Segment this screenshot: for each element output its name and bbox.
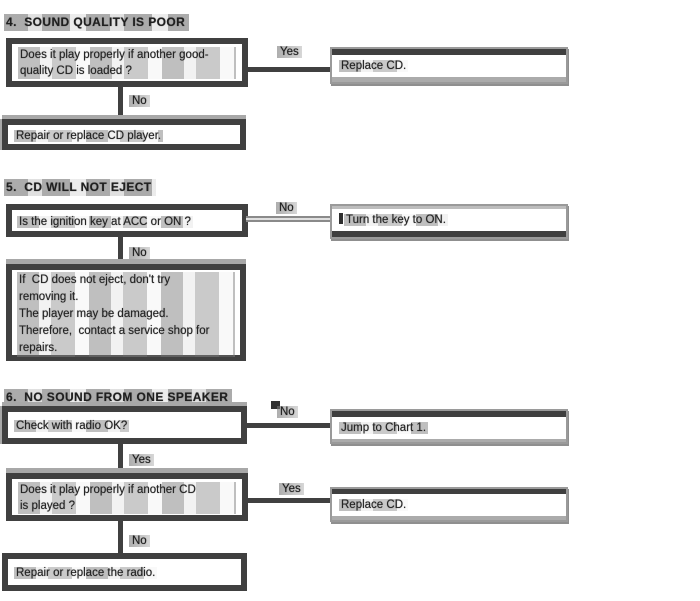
box-top-bar — [332, 411, 566, 417]
text-line: The player may be damaged. — [17, 306, 235, 323]
text-line: Jump to Chart 1. — [339, 422, 429, 434]
s5-no-connector — [246, 216, 332, 222]
text-line: Check with radio OK? — [14, 420, 130, 432]
s5-advice-text: If CD does not eject, don't try removing… — [12, 270, 240, 359]
scan-artifact — [271, 401, 280, 409]
result-text: Turn the key to ON. — [332, 209, 566, 231]
s6-yes-connector — [246, 498, 332, 503]
text-line: Turn the key to ON. — [344, 214, 448, 226]
section-6-title: 6. NO SOUND FROM ONE SPEAKER — [4, 389, 233, 406]
s6-no-connector — [247, 423, 332, 428]
box-bottom-bar — [332, 77, 566, 82]
s5-no-connector-vertical — [118, 237, 123, 264]
s4-no-connector — [118, 86, 123, 120]
text-line: Replace CD. — [339, 499, 409, 511]
section-5-title: 5. CD WILL NOT EJECT — [4, 179, 156, 196]
s4-no-result-box: Repair or replace CD player. — [2, 119, 246, 150]
s4-yes-result-box: Replace CD. — [330, 47, 568, 84]
text-line: If CD does not eject, don't try — [17, 272, 235, 289]
s6-yes-result-box: Replace CD. — [330, 487, 568, 522]
text-line: Replace CD. — [339, 60, 409, 72]
s5-question-text: Is the ignition key at ACC or ON ? — [12, 210, 242, 232]
text-line: removing it. — [17, 289, 235, 306]
s6-no-label-2: No — [129, 535, 150, 547]
s6-question1-text: Check with radio OK? — [8, 412, 241, 438]
s6-question1-box: Check with radio OK? — [2, 406, 247, 444]
s4-question-box: Does it play properly if another good- q… — [6, 38, 248, 87]
result-text: Repair or replace the radio. — [8, 559, 241, 585]
s6-no-connector-vertical — [118, 521, 123, 553]
box-bottom-bar — [332, 231, 566, 237]
s6-no-label-1: No — [277, 406, 298, 418]
box-top-bar — [332, 49, 566, 55]
text-line: Repair or replace the radio. — [14, 567, 158, 579]
s5-no-label-2: No — [129, 247, 150, 259]
s5-advice-box: If CD does not eject, don't try removing… — [6, 264, 246, 361]
section-4-title: 4. SOUND QUALITY IS POOR — [4, 14, 190, 31]
result-text: Repair or replace CD player. — [8, 125, 240, 145]
s6-yes-label-1: Yes — [129, 454, 154, 466]
text-line: Is the ignition key at ACC or ON ? — [17, 216, 193, 228]
text-line: Does it play properly if another good- — [18, 47, 236, 63]
scan-artifact — [339, 213, 343, 224]
s6-yes-connector-vertical — [118, 444, 123, 473]
s6-question2-box: Does it play properly if another CD is p… — [6, 473, 248, 521]
s6-yes-label-2: Yes — [279, 483, 304, 495]
s6-no-result-box: Jump to Chart 1. — [330, 409, 568, 444]
s6-final-result-box: Repair or replace the radio. — [2, 553, 247, 591]
text-line: is played ? — [18, 498, 236, 514]
text-line: quality CD is loaded ? — [18, 63, 236, 79]
box-bottom-bar — [332, 439, 566, 442]
result-text: Replace CD. — [332, 55, 566, 77]
s5-question-box: Is the ignition key at ACC or ON ? — [6, 204, 248, 237]
text-line: Therefore, contact a service shop for — [17, 323, 235, 340]
box-bottom-bar — [332, 516, 566, 520]
box-top-bar — [332, 206, 566, 209]
s4-yes-label: Yes — [277, 46, 302, 58]
result-text: Jump to Chart 1. — [332, 417, 566, 439]
s5-no-label: No — [276, 202, 297, 214]
text-line: Repair or replace CD player. — [14, 130, 164, 142]
s5-no-result-box: Turn the key to ON. — [330, 204, 568, 239]
s6-question2-text: Does it play properly if another CD is p… — [12, 479, 242, 517]
text-line: repairs. — [17, 340, 235, 357]
s4-yes-connector — [246, 67, 332, 72]
s4-question-text: Does it play properly if another good- q… — [12, 44, 242, 82]
s4-no-label: No — [129, 95, 150, 107]
result-text: Replace CD. — [332, 494, 566, 516]
text-line: Does it play properly if another CD — [18, 482, 236, 498]
box-top-bar — [332, 489, 566, 494]
